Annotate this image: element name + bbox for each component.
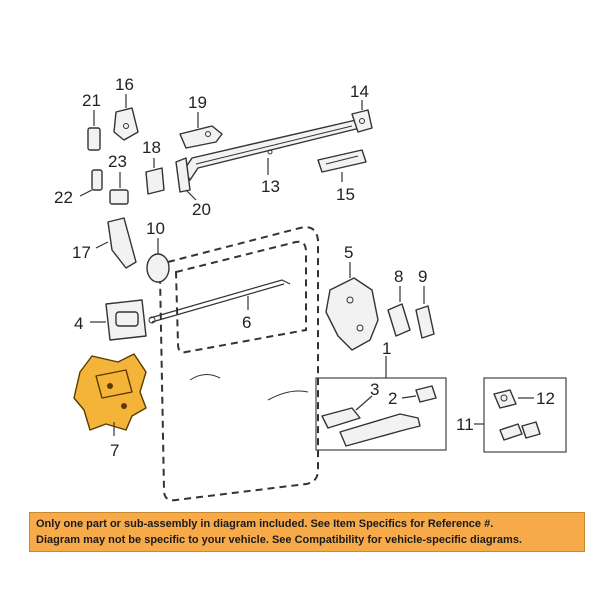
callout-21: 21 — [82, 91, 101, 110]
disclaimer-banner: Only one part or sub-assembly in diagram… — [29, 512, 585, 552]
part-10-cap — [146, 253, 170, 283]
callout-8: 8 — [394, 267, 403, 286]
callout-10: 10 — [146, 219, 165, 238]
part-19-roller-bracket — [179, 125, 223, 149]
callout-5: 5 — [344, 243, 353, 262]
callout-19: 19 — [188, 93, 207, 112]
disclaimer-line-1: Only one part or sub-assembly in diagram… — [36, 518, 494, 530]
callout-3: 3 — [370, 380, 379, 399]
callout-23: 23 — [108, 152, 127, 171]
part-16-hinge — [113, 107, 139, 141]
part-20-bracket — [175, 157, 191, 193]
callout-22: 22 — [54, 188, 73, 207]
callout-7: 7 — [110, 441, 119, 460]
callout-14: 14 — [350, 82, 369, 101]
part-17-bracket — [107, 217, 137, 269]
callout-13: 13 — [261, 177, 280, 196]
callout-2: 2 — [388, 389, 397, 408]
part-18-bracket — [145, 167, 165, 195]
part-15-rail-bracket — [317, 149, 367, 173]
sliding-door-outline — [158, 226, 319, 502]
callout-18: 18 — [142, 138, 161, 157]
part-9-plate — [415, 305, 435, 339]
part-4-handle-housing — [105, 299, 147, 341]
callout-20: 20 — [192, 200, 211, 219]
callout-4: 4 — [74, 314, 83, 333]
part-22-cover — [91, 169, 103, 191]
part-14-rail-end-bracket — [351, 109, 373, 133]
callout-15: 15 — [336, 185, 355, 204]
callout-16: 16 — [115, 75, 134, 94]
callout-17: 17 — [72, 243, 91, 262]
part-1-handle-assembly-box — [315, 377, 447, 451]
callout-9: 9 — [418, 267, 427, 286]
part-5-latch — [325, 277, 379, 351]
callout-11: 11 — [456, 415, 474, 434]
part-11-cylinder-set-box — [483, 377, 567, 453]
callout-1: 1 — [382, 339, 391, 358]
part-21-cover — [87, 127, 101, 151]
callout-12: 12 — [536, 389, 555, 408]
callout-6: 6 — [242, 313, 251, 332]
part-8-lever — [387, 303, 411, 337]
disclaimer-line-2: Diagram may not be specific to your vehi… — [36, 534, 522, 546]
part-23-pad — [109, 189, 129, 205]
part-7-lock-assembly-highlighted — [73, 353, 147, 431]
part-6-control-rod — [148, 279, 291, 324]
